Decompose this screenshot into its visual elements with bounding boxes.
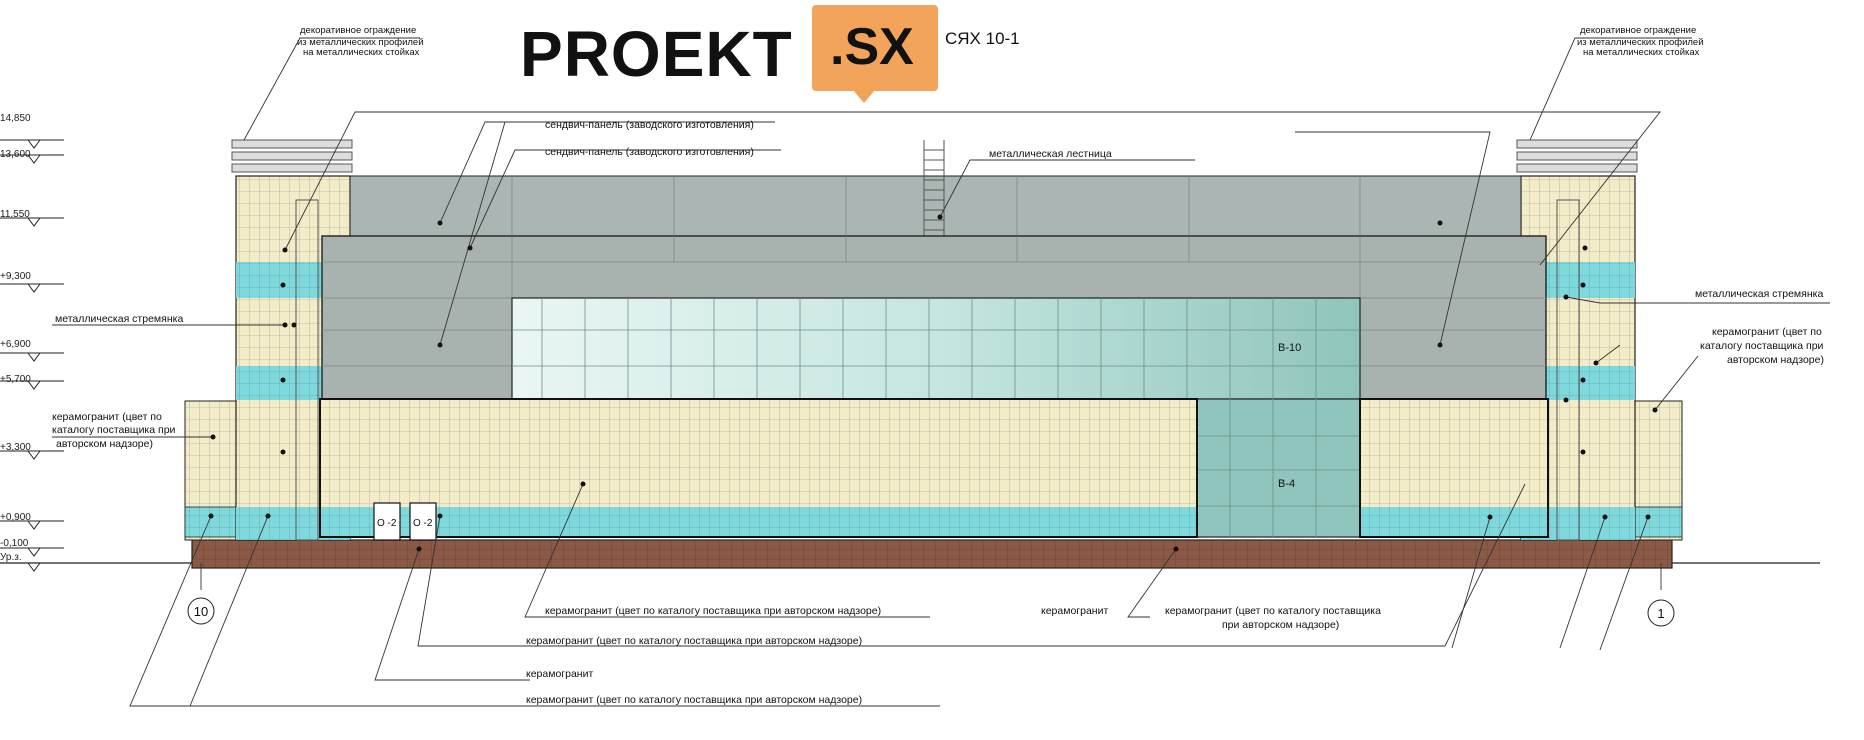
- logo-badge-tail: [852, 89, 876, 103]
- curtain-wall-upper: [511, 297, 1361, 400]
- right-low-block-band: [1629, 506, 1683, 538]
- curtain-wall-lower: [1196, 398, 1361, 538]
- door-label: О -2: [413, 518, 433, 529]
- proekt-logo: PROEKT .SX: [520, 5, 940, 103]
- level-label: 14,850: [0, 113, 31, 124]
- note-fence-left-1: декоративное ограждение: [300, 25, 416, 36]
- note-fence-right-1: декоративное ограждение: [1580, 25, 1696, 36]
- roof-ladder: [923, 140, 945, 236]
- level-label: 13,600: [0, 149, 31, 160]
- left-low-block-band: [184, 506, 238, 538]
- note-sandwich-1: сендвич-панель (заводского изготовления): [545, 119, 754, 131]
- level-marks: [0, 139, 64, 572]
- logo-wordmark: PROEKT: [520, 18, 793, 90]
- drawing-title-fragment: СЯХ 10-1: [945, 29, 1020, 48]
- leader-dots: [208, 214, 1658, 552]
- glazing-label-b10: В-10: [1278, 342, 1301, 354]
- svg-text:10: 10: [194, 604, 208, 619]
- note-bottom-2: керамогранит (цвет по каталогу поставщик…: [526, 635, 862, 647]
- right-ceramic-block: [1359, 398, 1549, 538]
- level-label: Ур.з.: [0, 552, 22, 563]
- note-sandwich-2: сендвич-панель (заводского изготовления): [545, 146, 754, 158]
- note-ceramic-right-1: керамогранит (цвет по: [1712, 326, 1822, 338]
- level-label: -0,100: [0, 538, 29, 549]
- level-label: +9,300: [0, 271, 31, 282]
- note-ceramic-right-2: каталогу поставщика при: [1700, 340, 1824, 352]
- note-bottom-mid: керамогранит: [1041, 605, 1108, 617]
- plinth: [191, 539, 1673, 569]
- axis-marker-1: 1: [1647, 599, 1675, 627]
- note-stepladder-right: металлическая стремянка: [1695, 288, 1823, 300]
- note-ceramic-left-1: керамогранит (цвет по: [52, 411, 162, 423]
- note-ceramic-left-3: авторском надзоре): [56, 438, 153, 450]
- upper-panel-joints: [511, 176, 1361, 236]
- curtain-wall-mullions: [512, 298, 1360, 537]
- logo-badge-text: .SX: [830, 18, 914, 76]
- note-bottom-3: керамогранит: [526, 668, 593, 680]
- left-ceramic-block: [319, 398, 1198, 538]
- note-ladder: металлическая лестница: [989, 148, 1112, 160]
- note-ceramic-left-2: каталогу поставщика при: [52, 424, 176, 436]
- note-bottom-1: керамогранит (цвет по каталогу поставщик…: [545, 605, 881, 617]
- note-ceramic-right-3: авторском надзоре): [1727, 354, 1824, 366]
- upper-sandwich-panel: [349, 175, 1522, 237]
- leader-lines: [52, 37, 1830, 707]
- door-o2-right: О -2: [409, 502, 437, 541]
- right-fence: [1516, 139, 1638, 173]
- level-labels: 14,850 13,600 11,550 +9,300 +6,900 +5,70…: [0, 113, 31, 563]
- note-bottom-right-2: при авторском надзоре): [1222, 619, 1339, 631]
- note-fence-left-3: на металлических стойках: [303, 47, 420, 58]
- level-label: +0,900: [0, 512, 31, 523]
- note-fence-right-2: из металлических профилей: [1577, 37, 1704, 48]
- door-label: О -2: [377, 518, 397, 529]
- note-fence-left-2: из металлических профилей: [297, 37, 424, 48]
- level-label: +6,900: [0, 339, 31, 350]
- svg-text:1: 1: [1657, 606, 1664, 621]
- glazing-label-b4: В-4: [1278, 478, 1295, 490]
- note-fence-right-3: на металлических стойках: [1583, 47, 1700, 58]
- note-bottom-right-1: керамогранит (цвет по каталогу поставщик…: [1165, 605, 1381, 617]
- level-label: +5,700: [0, 374, 31, 385]
- annotations: декоративное ограждение из металлических…: [52, 25, 1824, 706]
- logo-badge: .SX: [812, 5, 938, 91]
- note-bottom-4: керамогранит (цвет по каталогу поставщик…: [526, 694, 862, 706]
- axis-marker-10: 10: [187, 597, 215, 625]
- left-fence: [231, 139, 353, 173]
- level-label: 11,550: [0, 209, 30, 220]
- note-stepladder-left: металлическая стремянка: [55, 313, 183, 325]
- door-o2-left: О -2: [373, 502, 401, 541]
- level-label: +3,300: [0, 442, 31, 453]
